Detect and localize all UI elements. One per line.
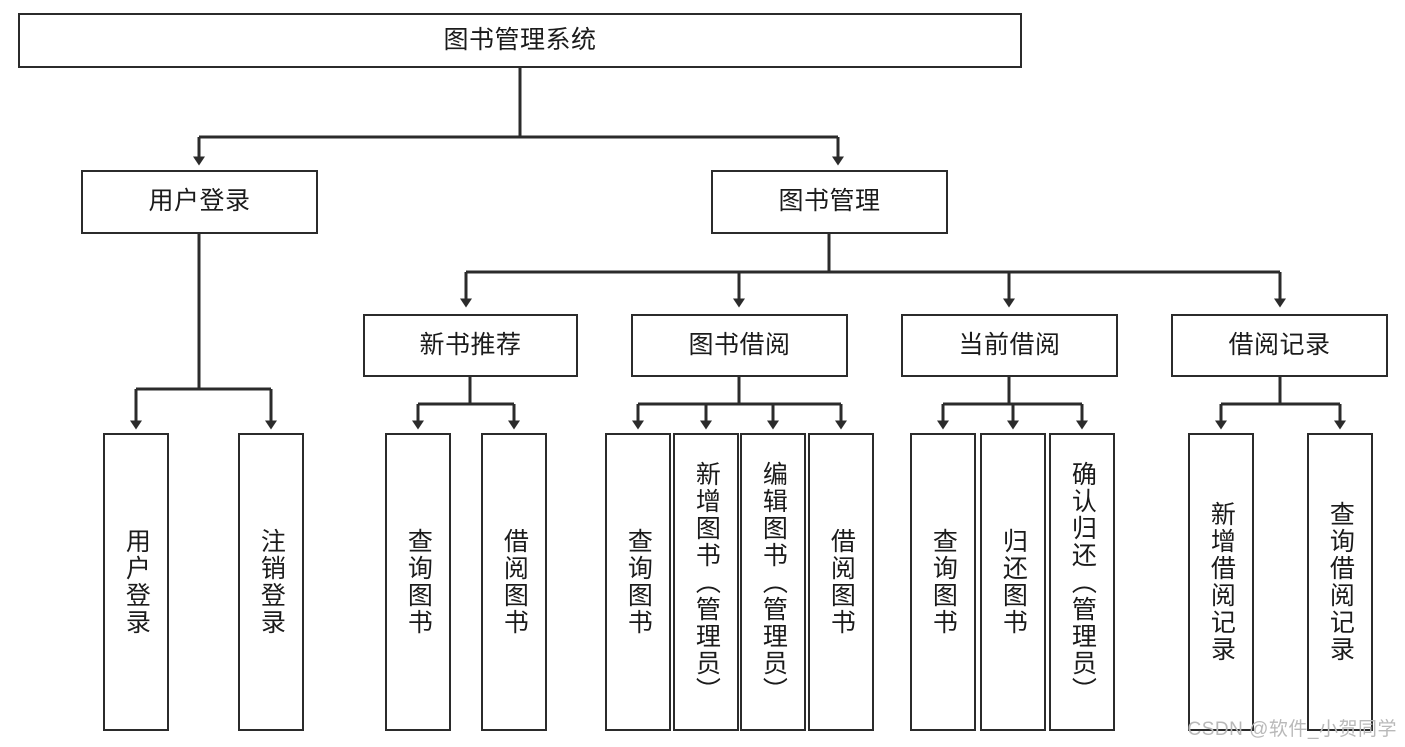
node-user-login[interactable]: 用户登录	[81, 170, 318, 234]
node-leaf-add-book[interactable]: 新增图书（管理员）	[673, 433, 739, 731]
node-leaf-add-record-label: 新增借阅记录	[1207, 501, 1236, 663]
node-root-label: 图书管理系统	[443, 25, 597, 54]
node-user-login-label: 用户登录	[148, 187, 251, 216]
node-leaf-query-book-1[interactable]: 查询图书	[385, 433, 451, 731]
node-leaf-logout-login-label: 注销登录	[257, 528, 286, 636]
node-leaf-borrow-book-1[interactable]: 借阅图书	[481, 433, 547, 731]
node-leaf-add-record[interactable]: 新增借阅记录	[1188, 433, 1254, 731]
node-leaf-edit-book[interactable]: 编辑图书（管理员）	[740, 433, 806, 731]
node-leaf-add-book-label: 新增图书（管理员）	[692, 460, 721, 704]
node-root[interactable]: 图书管理系统	[18, 13, 1022, 68]
node-leaf-logout-login[interactable]: 注销登录	[238, 433, 304, 731]
node-leaf-return-book-label: 归还图书	[999, 528, 1028, 636]
node-leaf-query-book-2-label: 查询图书	[624, 528, 653, 636]
node-leaf-edit-book-label: 编辑图书（管理员）	[759, 460, 788, 704]
node-borrow-record[interactable]: 借阅记录	[1171, 314, 1388, 377]
node-leaf-confirm-return-label: 确认归还（管理员）	[1068, 460, 1097, 704]
node-leaf-borrow-book-2-label: 借阅图书	[827, 528, 856, 636]
node-leaf-query-book-3-label: 查询图书	[929, 528, 958, 636]
node-leaf-query-book-2[interactable]: 查询图书	[605, 433, 671, 731]
node-new-book-recommend[interactable]: 新书推荐	[363, 314, 578, 377]
node-leaf-return-book[interactable]: 归还图书	[980, 433, 1046, 731]
node-leaf-borrow-book-1-label: 借阅图书	[500, 528, 529, 636]
node-leaf-borrow-book-2[interactable]: 借阅图书	[808, 433, 874, 731]
node-current-borrow[interactable]: 当前借阅	[901, 314, 1118, 377]
node-borrow-record-label: 借阅记录	[1228, 330, 1331, 359]
node-leaf-query-record-label: 查询借阅记录	[1326, 501, 1355, 663]
node-leaf-query-book-1-label: 查询图书	[404, 528, 433, 636]
node-book-management-label: 图书管理	[778, 187, 881, 216]
node-book-borrow[interactable]: 图书借阅	[631, 314, 848, 377]
node-current-borrow-label: 当前借阅	[958, 330, 1061, 359]
node-leaf-query-book-3[interactable]: 查询图书	[910, 433, 976, 731]
node-book-borrow-label: 图书借阅	[688, 330, 791, 359]
node-leaf-user-login[interactable]: 用户登录	[103, 433, 169, 731]
node-new-book-recommend-label: 新书推荐	[419, 330, 522, 359]
csdn-watermark: CSDN @软件_小贺同学	[1187, 719, 1397, 740]
node-leaf-query-record[interactable]: 查询借阅记录	[1307, 433, 1373, 731]
node-leaf-confirm-return[interactable]: 确认归还（管理员）	[1049, 433, 1115, 731]
node-book-management[interactable]: 图书管理	[711, 170, 948, 234]
node-leaf-user-login-label: 用户登录	[122, 528, 151, 636]
